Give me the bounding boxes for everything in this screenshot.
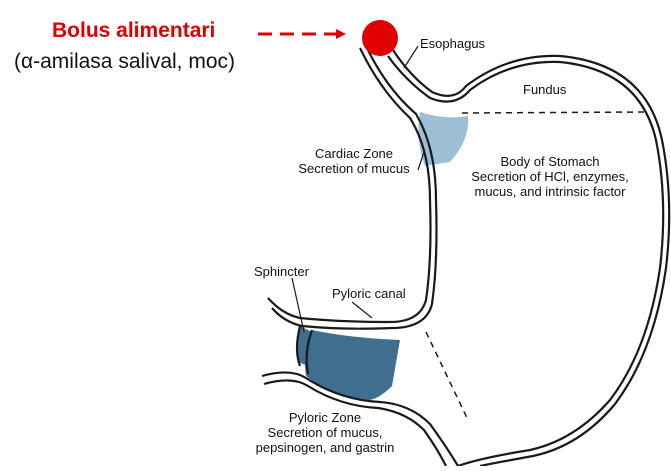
pyloric-zone-desc-1: Secretion of mucus, [267,425,383,440]
pyloric-outline [261,325,459,467]
pyloric-zone-region [304,330,400,400]
leader-lines [291,45,425,333]
body-desc-1: Secretion of HCl, enzymes, [471,169,629,184]
bolus-marker [362,20,398,56]
body-of-stomach-label: Body of Stomach Secretion of HCl, enzyme… [450,154,650,199]
pyloric-canal-label: Pyloric canal [332,286,406,301]
body-desc-2: mucus, and intrinsic factor [474,184,626,199]
cardiac-zone-desc: Secretion of mucus [298,161,410,176]
cardiac-zone-title: Cardiac Zone [314,146,394,161]
fundus-label: Fundus [523,82,567,97]
pyloric-zone-title: Pyloric Zone [288,410,362,425]
bolus-subtitle: (α-amilasa salival, moc) [14,50,236,73]
stomach-outer-wall [387,49,671,468]
bolus-arrow [258,29,346,39]
body-title: Body of Stomach [500,154,600,169]
sphincter-region [297,326,312,366]
pyloric-zone-desc-2: pepsinogen, and gastrin [255,440,395,455]
cardiac-zone-label: Cardiac Zone Secretion of mucus [286,146,422,176]
esophagus-label: Esophagus [420,36,486,51]
zone-boundaries [425,111,649,421]
sphincter-label: Sphincter [254,264,309,279]
pyloric-zone-label: Pyloric Zone Secretion of mucus, pepsino… [250,410,400,455]
bolus-title: Bolus alimentari [52,19,216,42]
stomach-inner-wall [267,45,438,330]
